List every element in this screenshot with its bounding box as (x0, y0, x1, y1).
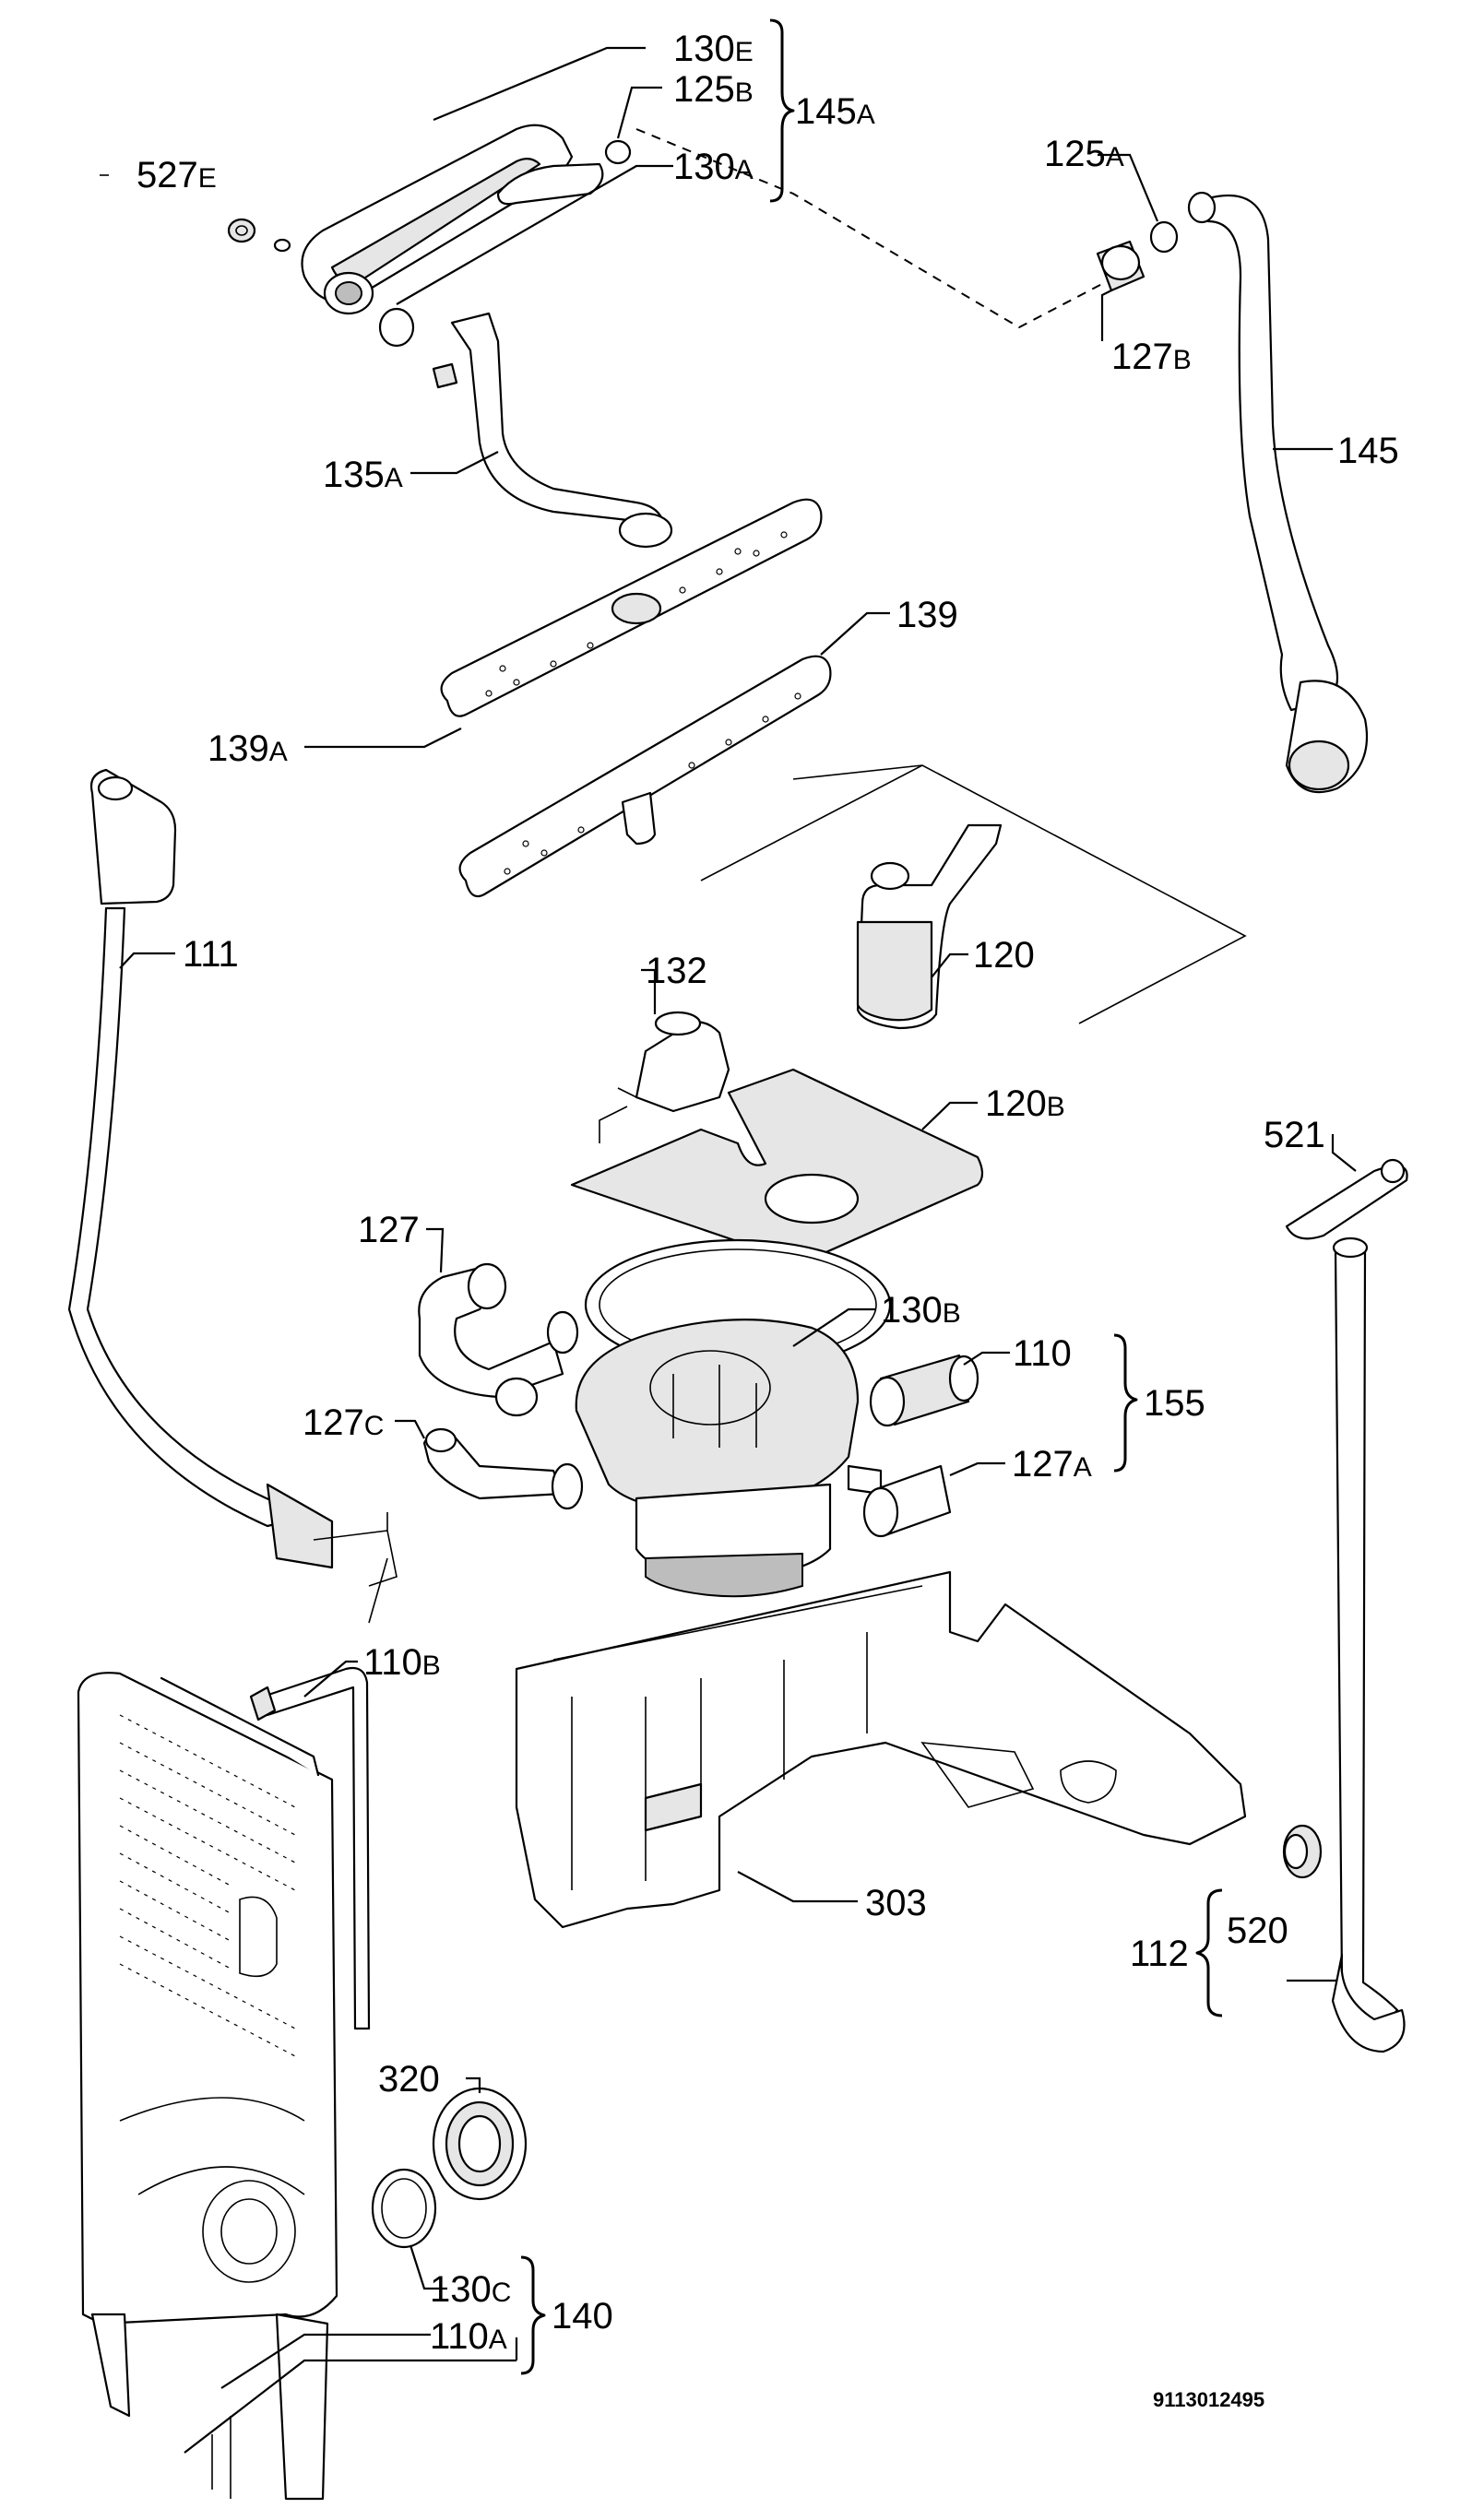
label-132: 132 (646, 951, 707, 991)
label-127A: 127A (1012, 1444, 1092, 1485)
label-145A: 145A (795, 91, 875, 132)
label-125A: 125A (1044, 134, 1124, 174)
seal-320 (432, 2087, 528, 2201)
label-110A: 110A (430, 2316, 507, 2357)
part-132 (599, 1011, 730, 1143)
label-145: 145 (1337, 431, 1399, 471)
oring-130C (371, 2168, 437, 2249)
label-130A: 130A (673, 147, 754, 187)
sump-unit (575, 1319, 883, 1598)
connector-127A (862, 1464, 952, 1538)
diagram-code: 9113012495 (1153, 2388, 1264, 2411)
filter-120 (856, 823, 1003, 1030)
label-527E: 527E (137, 155, 217, 195)
label-127B: 127B (1111, 337, 1192, 377)
nut-127B (1096, 240, 1146, 292)
label-130E: 130E (673, 29, 754, 69)
label-135A: 135A (323, 455, 403, 495)
hose-127 (418, 1262, 579, 1417)
label-120: 120 (973, 935, 1035, 976)
inlet-hose-111 (67, 768, 398, 1624)
label-125B: 125B (673, 69, 754, 110)
label-120B: 120B (985, 1083, 1065, 1124)
oring-130E (273, 238, 291, 253)
supply-pipe-135A (432, 312, 673, 549)
drain-hose-112 (1331, 1236, 1406, 2053)
hose-127C (422, 1427, 584, 1510)
leader-lines (119, 46, 1357, 2454)
label-521: 521 (1264, 1115, 1325, 1155)
filter-plate-120B (570, 1068, 984, 1261)
label-110: 110 (1013, 1333, 1072, 1374)
label-520: 520 (1227, 1911, 1288, 1951)
nut-527E (227, 218, 256, 243)
connector-110 (869, 1354, 979, 1427)
label-130B: 130B (881, 1290, 961, 1331)
label-110B: 110B (363, 1642, 441, 1683)
label-112: 112 (1130, 1934, 1189, 1974)
clip-521 (1285, 1158, 1408, 1240)
label-130C: 130C (430, 2269, 511, 2310)
label-139A: 139A (208, 728, 288, 769)
spray-arm-139A (440, 498, 823, 717)
base-tray-303 (515, 1570, 1247, 1929)
label-111: 111 (183, 934, 239, 975)
hose-145 (1187, 191, 1369, 794)
label-139: 139 (896, 595, 958, 635)
connector-520 (1282, 1824, 1323, 1879)
label-320: 320 (378, 2059, 440, 2100)
label-127: 127 (358, 1210, 420, 1250)
oring-125A (1149, 220, 1179, 254)
connection-dashed-line (635, 128, 1117, 329)
braces (520, 18, 1223, 2375)
water-softener-140 (77, 1672, 338, 2501)
label-140: 140 (552, 2296, 613, 2337)
spray-arm-139 (458, 655, 832, 898)
oring-125B (604, 139, 632, 165)
tube-110B (249, 1666, 371, 2030)
perspective-guide-lines (700, 764, 1247, 1024)
label-303: 303 (865, 1883, 927, 1923)
oring-130A (378, 307, 415, 348)
part-labels: 130E 125B 145A 130A 527E 125A 127B 145 1… (137, 29, 1399, 2357)
label-127C: 127C (303, 1402, 384, 1443)
upper-spray-arm (301, 124, 604, 315)
label-155: 155 (1144, 1383, 1205, 1424)
